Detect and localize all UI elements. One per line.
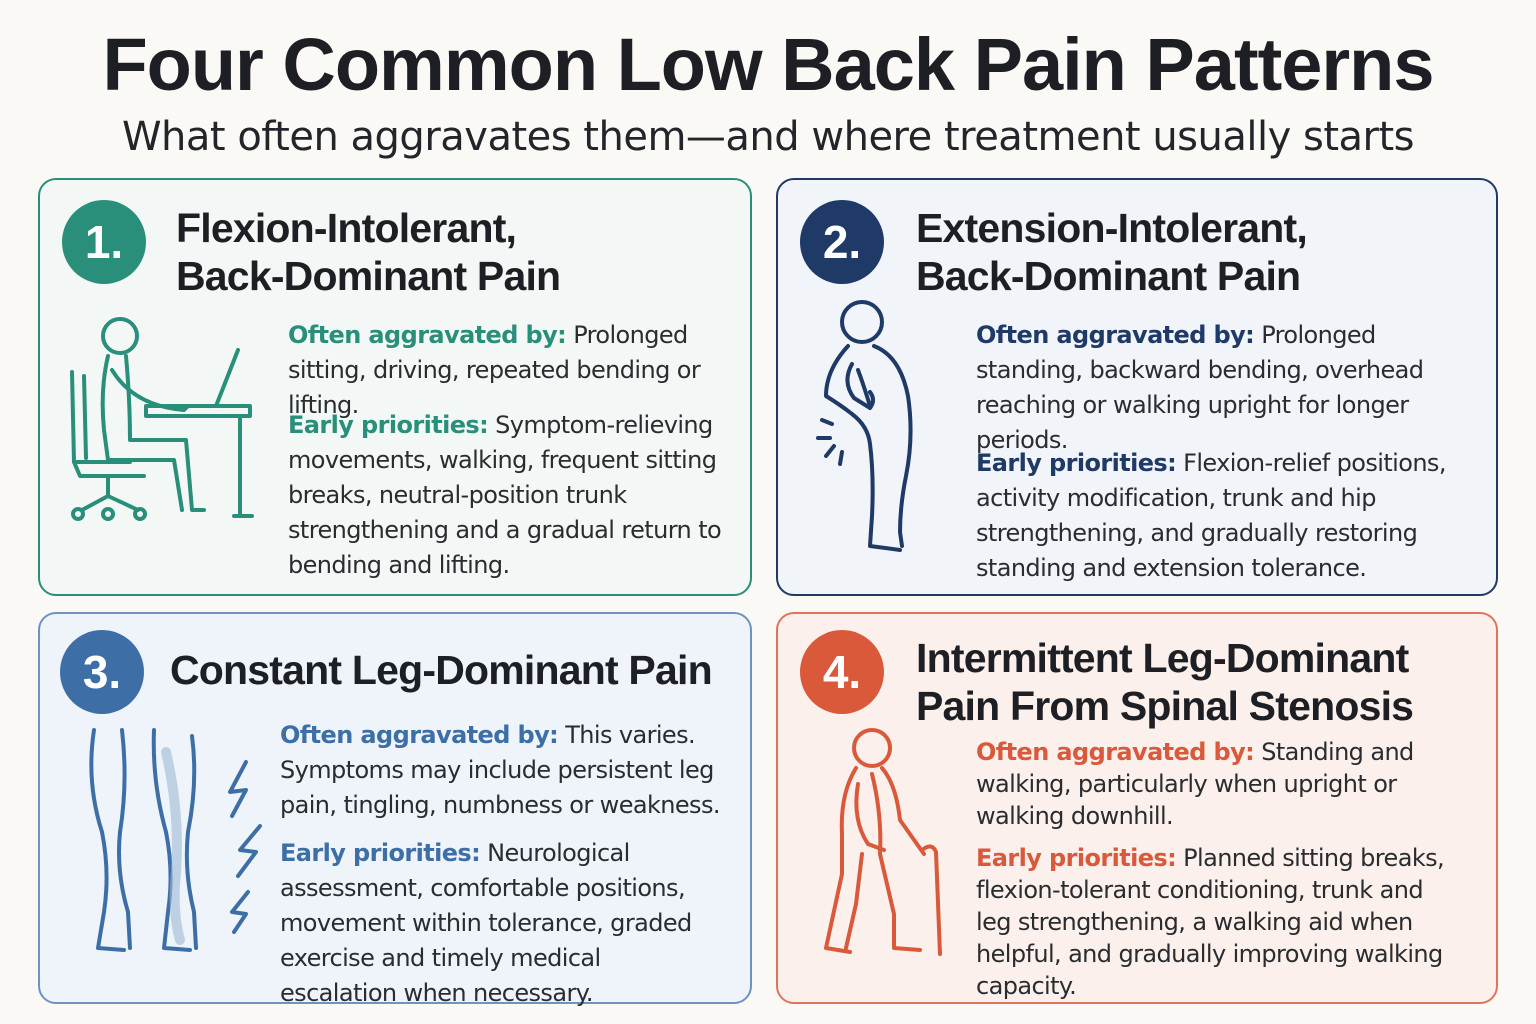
card-flexion-intolerant: 1. Flexion-Intolerant, Back-Dominant Pai… xyxy=(38,178,752,596)
card-number-badge: 1. xyxy=(62,200,146,284)
priorities-label: Early priorities: xyxy=(288,411,489,439)
card-extension-intolerant: 2. Extension-Intolerant, Back-Dominant P… xyxy=(776,178,1498,596)
legs-with-nerve-pain-icon xyxy=(89,728,262,952)
person-sitting-at-desk-icon xyxy=(70,317,254,521)
person-walking-with-cane-icon xyxy=(824,728,942,956)
card-priorities-text: Early priorities: Flexion-relief positio… xyxy=(976,446,1476,586)
card-heading: Flexion-Intolerant, Back-Dominant Pain xyxy=(176,204,561,300)
card-number-badge: 3. xyxy=(60,630,144,714)
card-priorities-text: Early priorities: Symptom-relieving move… xyxy=(288,408,728,583)
card-heading-line: Back-Dominant Pain xyxy=(916,253,1301,299)
card-heading-line: Constant Leg-Dominant Pain xyxy=(170,647,713,693)
person-holding-lower-back-icon xyxy=(816,300,913,552)
aggravated-body: Prolonged sitting, driving, repeated ben… xyxy=(288,321,701,419)
card-aggravated-text: Often aggravated by: Standing and walkin… xyxy=(976,736,1446,832)
card-heading: Intermittent Leg-Dominant Pain From Spin… xyxy=(916,634,1414,730)
priorities-body: Symptom-relieving movements, walking, fr… xyxy=(288,411,722,579)
card-heading-line: Pain From Spinal Stenosis xyxy=(916,683,1414,729)
card-number-badge: 2. xyxy=(800,200,884,284)
card-spinal-stenosis: 4. Intermittent Leg-Dominant Pain From S… xyxy=(776,612,1498,1004)
card-heading-line: Back-Dominant Pain xyxy=(176,253,561,299)
card-heading: Extension-Intolerant, Back-Dominant Pain xyxy=(916,204,1308,300)
card-constant-leg-dominant: 3. Constant Leg-Dominant Pain Often aggr… xyxy=(38,612,752,1007)
card-priorities-text: Early priorities: Neurological assessmen… xyxy=(280,836,720,1011)
card-number-badge: 4. xyxy=(800,630,884,714)
aggravated-body: Standing and walking, particularly when … xyxy=(976,738,1414,830)
page-title: Four Common Low Back Pain Patterns xyxy=(102,23,1434,106)
aggravated-label: Often aggravated by: xyxy=(280,721,559,749)
card-heading-line: Extension-Intolerant, xyxy=(916,205,1308,251)
priorities-label: Early priorities: xyxy=(280,839,481,867)
card-heading-line: Intermittent Leg-Dominant xyxy=(916,635,1409,681)
card-aggravated-text: Often aggravated by: Prolonged standing,… xyxy=(976,318,1476,458)
card-aggravated-text: Often aggravated by: This varies. Sympto… xyxy=(280,718,720,823)
priorities-body: Flexion-relief positions, activity modif… xyxy=(976,449,1446,582)
aggravated-body: Prolonged standing, backward bending, ov… xyxy=(976,321,1424,454)
aggravated-label: Often aggravated by: xyxy=(976,738,1255,766)
priorities-label: Early priorities: xyxy=(976,449,1177,477)
priorities-body: Neurological assessment, comfortable pos… xyxy=(280,839,692,1007)
aggravated-label: Often aggravated by: xyxy=(288,321,567,349)
aggravated-body: This varies. Symptoms may include persis… xyxy=(280,721,720,819)
card-aggravated-text: Often aggravated by: Prolonged sitting, … xyxy=(288,318,728,423)
card-heading: Constant Leg-Dominant Pain xyxy=(170,646,713,694)
card-heading-line: Flexion-Intolerant, xyxy=(176,205,517,251)
page-subtitle: What often aggravates them—and where tre… xyxy=(122,114,1415,160)
card-priorities-text: Early priorities: Planned sitting breaks… xyxy=(976,842,1446,1002)
aggravated-label: Often aggravated by: xyxy=(976,321,1255,349)
priorities-label: Early priorities: xyxy=(976,844,1177,872)
priorities-body: Planned sitting breaks, flexion-tolerant… xyxy=(976,844,1445,1000)
